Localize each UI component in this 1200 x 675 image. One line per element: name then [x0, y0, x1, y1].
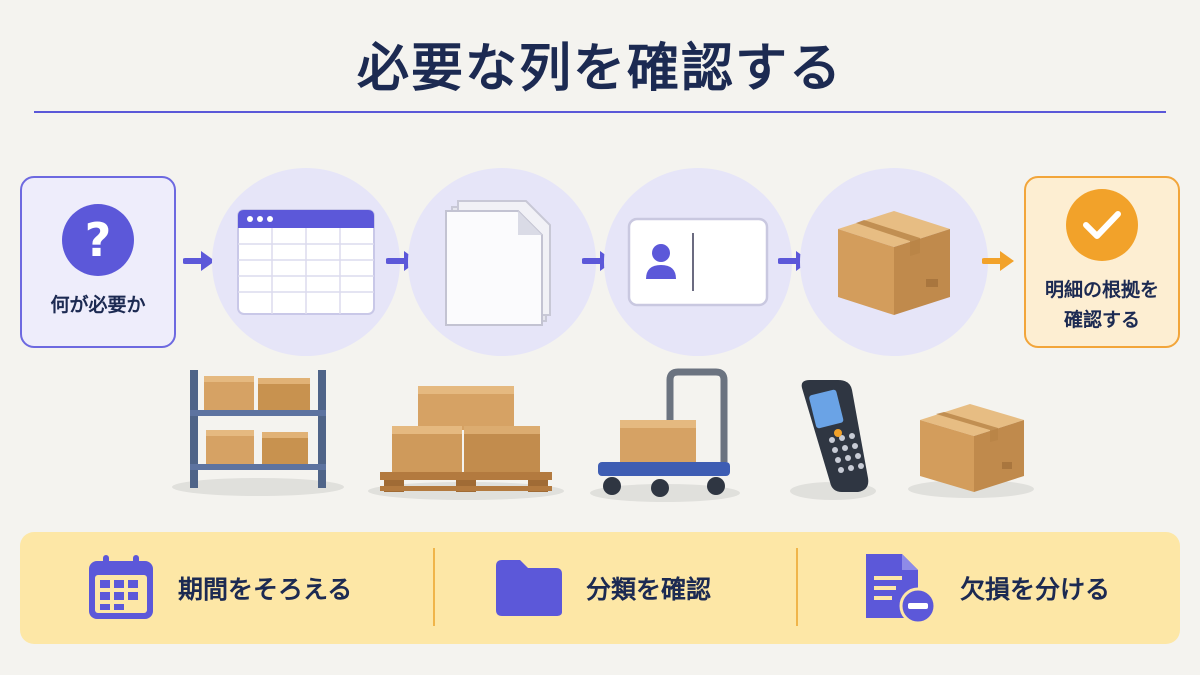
strip-item-period: 期間をそろえる — [86, 532, 352, 644]
end-label: 明細の根拠を 確認する — [1044, 279, 1159, 331]
check-icon — [1066, 189, 1138, 261]
barcode-scanner — [801, 380, 869, 492]
strip-divider — [433, 548, 435, 626]
single-box — [920, 404, 1024, 492]
pallet-boxes — [380, 386, 552, 492]
folder-icon — [496, 560, 562, 616]
document-stack-icon — [445, 200, 551, 326]
strip-label: 期間をそろえる — [178, 575, 353, 604]
document-minus-icon — [866, 554, 937, 625]
step-box — [800, 168, 988, 356]
strip-divider — [796, 548, 798, 626]
warehouse-shelf — [190, 370, 326, 488]
id-card-icon — [627, 217, 769, 307]
start-box: ? 何が必要か — [20, 176, 176, 348]
step-id-card — [604, 168, 792, 356]
calendar-icon — [89, 555, 153, 619]
strip-item-missing: 欠損を分ける — [862, 532, 1110, 644]
arrow-right-icon — [183, 251, 215, 271]
step-spreadsheet — [212, 168, 400, 356]
start-label: 何が必要か — [50, 294, 146, 316]
title-underline — [34, 111, 1166, 113]
question-icon: ? — [62, 204, 134, 276]
step-documents — [408, 168, 596, 356]
arrow-right-icon — [982, 251, 1014, 271]
spreadsheet-icon — [237, 209, 375, 315]
strip-label: 欠損を分ける — [960, 575, 1111, 604]
page-title: 必要な列を確認する — [356, 39, 843, 99]
strip-label: 分類を確認 — [586, 575, 712, 604]
hand-truck — [598, 368, 730, 497]
strip-item-category: 分類を確認 — [494, 532, 711, 644]
end-box: 明細の根拠を 確認する — [1024, 176, 1180, 348]
cardboard-box-icon — [838, 211, 950, 315]
checklist-strip: 期間をそろえる 分類を確認 欠損を分ける — [20, 532, 1180, 644]
